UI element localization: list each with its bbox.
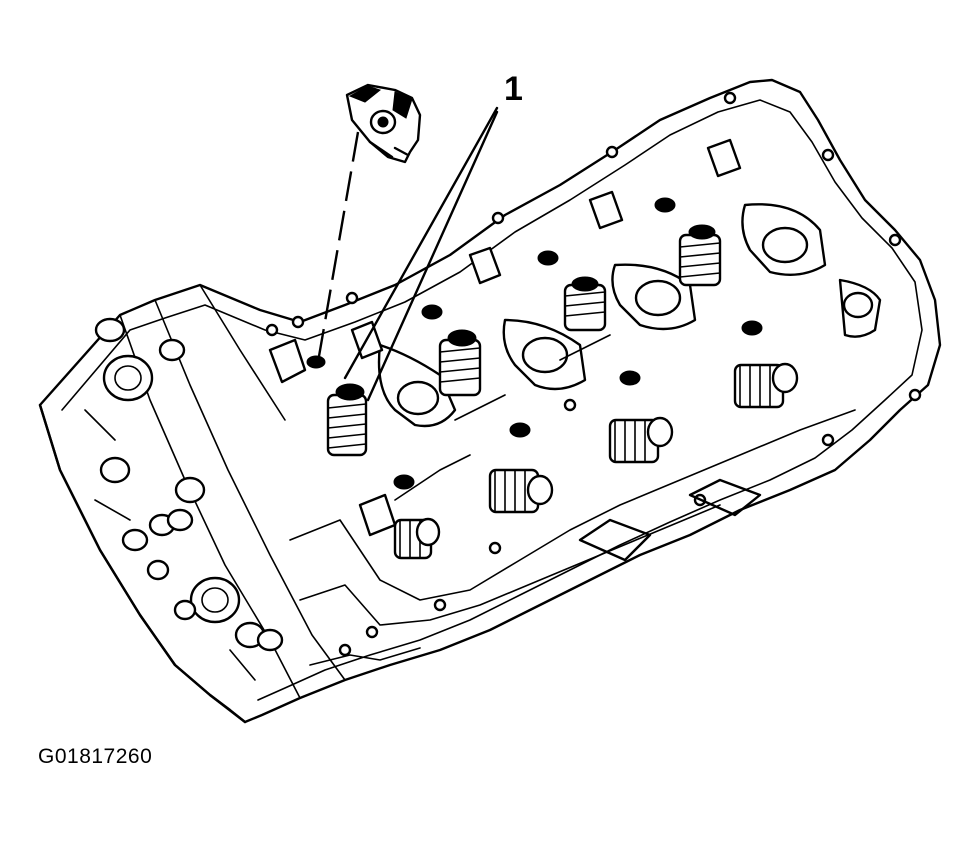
valve-spring — [733, 362, 799, 409]
valve-spring — [326, 383, 368, 457]
valve-spring — [563, 276, 607, 332]
callout-leaders — [343, 106, 499, 402]
head-bolt-holes — [265, 91, 922, 657]
figure-id: G01817260 — [38, 745, 153, 768]
valve-springs — [326, 224, 799, 560]
cam-bearing-towers — [377, 203, 882, 428]
cylinder-head-casting — [38, 78, 942, 724]
valve-spring — [488, 468, 554, 514]
removed-component — [345, 83, 422, 164]
end-face-bosses — [84, 317, 284, 681]
valve-spring — [438, 329, 482, 397]
valve-retainers — [306, 197, 763, 490]
valve-spring — [678, 224, 722, 287]
valve-spring — [393, 517, 441, 560]
valve-spring — [608, 416, 674, 464]
rocker-arms — [268, 138, 742, 537]
callout-number: 1 — [504, 70, 523, 108]
exhaust-side-rail — [289, 334, 856, 666]
